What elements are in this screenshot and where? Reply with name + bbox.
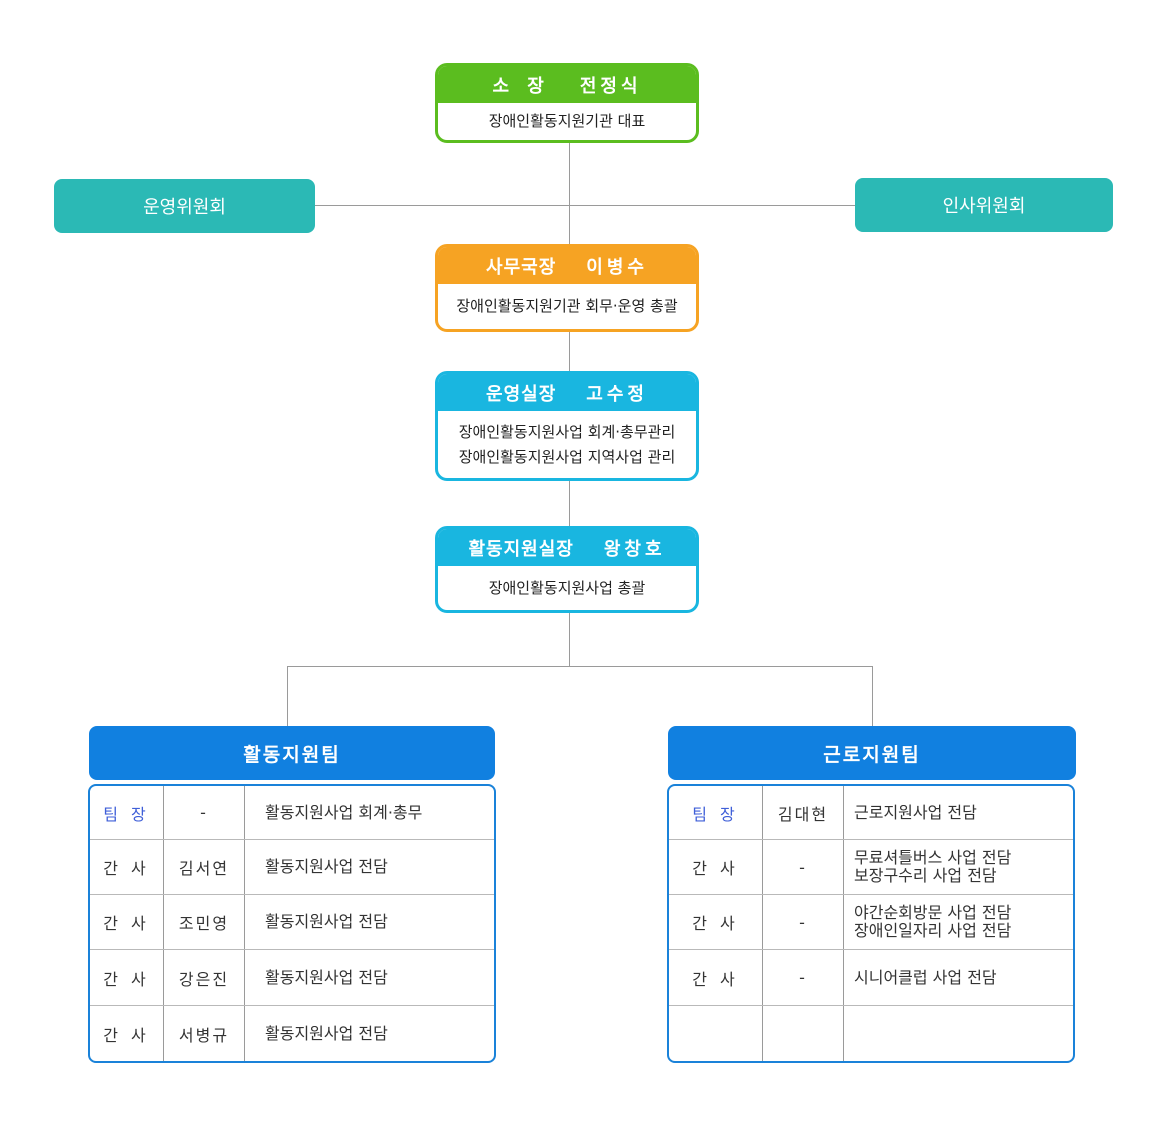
role-cell: 간 사 [90, 840, 164, 894]
secretary-body: 장애인활동지원기관 회무·운영 총괄 [438, 284, 696, 329]
support-chief-box: 활동지원실장 왕창호 장애인활동지원사업 총괄 [435, 526, 699, 613]
connector-team-left-vertical [287, 666, 288, 726]
duty-cell: 무료셔틀버스 사업 전담 보장구수리 사업 전담 [844, 840, 1073, 894]
duty-cell [844, 1006, 1073, 1061]
person-cell [763, 1006, 844, 1061]
ops-chief-desc-line-2: 장애인활동지원사업 지역사업 관리 [458, 447, 676, 466]
role-cell: 간 사 [669, 840, 763, 894]
duty-cell: 활동지원사업 전담 [245, 950, 494, 1005]
role-cell: 간 사 [669, 895, 763, 949]
ops-chief-title: 운영실장 [486, 383, 557, 405]
role-cell: 간 사 [669, 950, 763, 1005]
table-row: 간 사 조민영 활동지원사업 전담 [90, 895, 494, 950]
ops-chief-body: 장애인활동지원사업 회계·총무관리 장애인활동지원사업 지역사업 관리 [438, 411, 696, 478]
ops-chief-name: 고수정 [586, 383, 648, 405]
person-cell: 조민영 [164, 895, 245, 949]
person-cell: 강은진 [164, 950, 245, 1005]
secretary-title: 사무국장 [486, 256, 557, 278]
duty-line: 무료셔틀버스 사업 전담 [854, 848, 1012, 867]
support-chief-title: 활동지원실장 [468, 538, 574, 560]
duty-cell: 활동지원사업 전담 [245, 840, 494, 894]
duty-cell: 시니어클럽 사업 전담 [844, 950, 1073, 1005]
personnel-committee-label: 인사위원회 [942, 196, 1026, 217]
director-desc: 장애인활동지원기관 대표 [488, 112, 646, 130]
duty-line: 활동지원사업 전담 [265, 857, 388, 876]
team-table-activity-support: 팀 장 - 활동지원사업 회계·총무 간 사 김서연 활동지원사업 전담 간 사… [88, 784, 496, 1063]
person-cell: 김서연 [164, 840, 245, 894]
ops-chief-header: 운영실장 고수정 [438, 374, 696, 411]
duty-cell: 근로지원사업 전담 [844, 786, 1073, 839]
team-table-work-support: 팀 장 김대현 근로지원사업 전담 간 사 - 무료셔틀버스 사업 전담 보장구… [667, 784, 1075, 1063]
table-row: 팀 장 김대현 근로지원사업 전담 [669, 786, 1073, 840]
duty-line: 야간순회방문 사업 전담 [854, 903, 1012, 922]
table-row: 간 사 김서연 활동지원사업 전담 [90, 840, 494, 895]
duty-line: 활동지원사업 전담 [265, 967, 388, 987]
duty-line: 시니어클럽 사업 전담 [854, 967, 997, 987]
ops-chief-desc-line-1: 장애인활동지원사업 회계·총무관리 [458, 422, 676, 441]
role-cell: 팀 장 [669, 786, 763, 839]
person-cell: - [763, 895, 844, 949]
support-chief-desc: 장애인활동지원사업 총괄 [488, 578, 646, 597]
team-header-activity-support: 활동지원팀 [89, 726, 495, 780]
director-name: 전정식 [579, 75, 642, 97]
table-row: 간 사 강은진 활동지원사업 전담 [90, 950, 494, 1006]
team-name: 활동지원팀 [243, 743, 341, 766]
role-cell: 팀 장 [90, 786, 164, 839]
duty-line: 활동지원사업 회계·총무 [265, 802, 423, 822]
director-header: 소 장 전정식 [438, 66, 696, 103]
connector-committee-horizontal [315, 205, 856, 206]
person-cell: 서병규 [164, 1006, 245, 1061]
duty-line: 활동지원사업 전담 [265, 1023, 388, 1043]
table-row: 팀 장 - 활동지원사업 회계·총무 [90, 786, 494, 840]
table-row: 간 사 - 시니어클럽 사업 전담 [669, 950, 1073, 1006]
connector-team-horizontal [287, 666, 873, 667]
director-title: 소 장 [492, 75, 550, 97]
support-chief-header: 활동지원실장 왕창호 [438, 529, 696, 566]
person-cell: - [164, 786, 245, 839]
support-chief-name: 왕창호 [603, 538, 666, 560]
director-body: 장애인활동지원기관 대표 [438, 103, 696, 140]
secretary-desc: 장애인활동지원기관 회무·운영 총괄 [456, 297, 678, 315]
duty-line: 근로지원사업 전담 [854, 802, 977, 822]
operating-committee-box: 운영위원회 [54, 179, 315, 233]
ops-chief-box: 운영실장 고수정 장애인활동지원사업 회계·총무관리 장애인활동지원사업 지역사… [435, 371, 699, 481]
role-cell: 간 사 [90, 895, 164, 949]
table-row [669, 1006, 1073, 1061]
secretary-name: 이병수 [586, 256, 648, 278]
team-header-work-support: 근로지원팀 [668, 726, 1076, 780]
duty-line: 장애인일자리 사업 전담 [854, 921, 1012, 940]
person-cell: - [763, 840, 844, 894]
duty-cell: 활동지원사업 전담 [245, 895, 494, 949]
duty-line: 보장구수리 사업 전담 [854, 866, 997, 885]
person-cell: - [763, 950, 844, 1005]
role-cell: 간 사 [90, 950, 164, 1005]
team-name: 근로지원팀 [823, 743, 921, 766]
duty-cell: 야간순회방문 사업 전담 장애인일자리 사업 전담 [844, 895, 1073, 949]
personnel-committee-box: 인사위원회 [855, 178, 1113, 232]
director-box: 소 장 전정식 장애인활동지원기관 대표 [435, 63, 699, 143]
duty-line: 활동지원사업 전담 [265, 912, 388, 931]
duty-cell: 활동지원사업 전담 [245, 1006, 494, 1061]
role-cell [669, 1006, 763, 1061]
secretary-header: 사무국장 이병수 [438, 247, 696, 284]
duty-cell: 활동지원사업 회계·총무 [245, 786, 494, 839]
table-row: 간 사 서병규 활동지원사업 전담 [90, 1006, 494, 1061]
support-chief-body: 장애인활동지원사업 총괄 [438, 566, 696, 610]
role-cell: 간 사 [90, 1006, 164, 1061]
secretary-box: 사무국장 이병수 장애인활동지원기관 회무·운영 총괄 [435, 244, 699, 332]
table-row: 간 사 - 무료셔틀버스 사업 전담 보장구수리 사업 전담 [669, 840, 1073, 895]
operating-committee-label: 운영위원회 [143, 197, 226, 218]
connector-team-right-vertical [872, 666, 873, 726]
table-row: 간 사 - 야간순회방문 사업 전담 장애인일자리 사업 전담 [669, 895, 1073, 950]
person-cell: 김대현 [763, 786, 844, 839]
